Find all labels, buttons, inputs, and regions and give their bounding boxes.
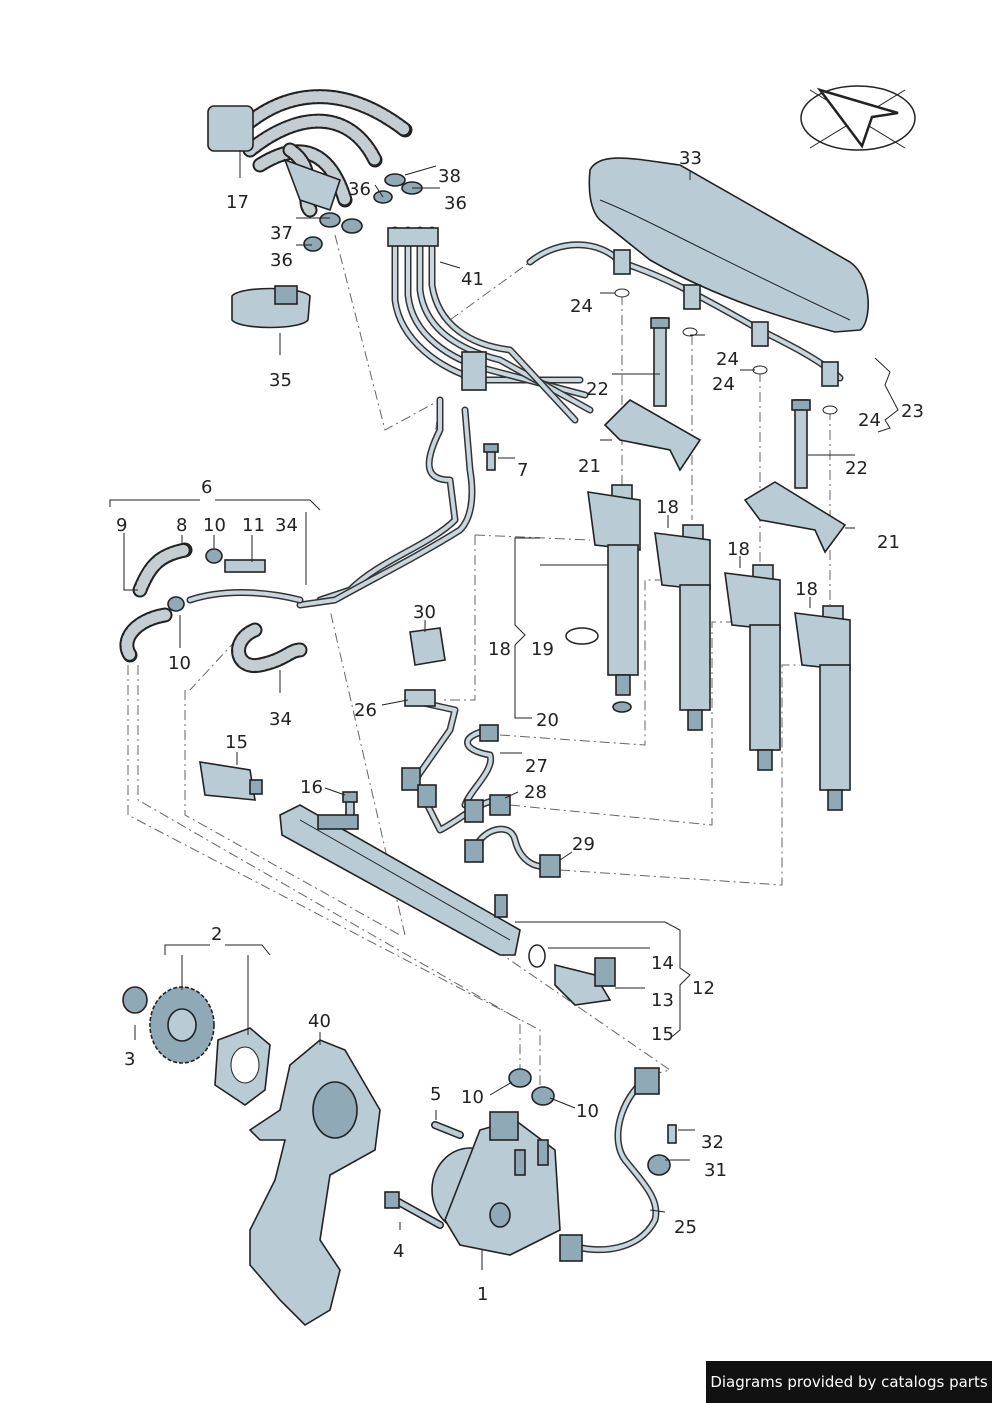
callout-14: 14 bbox=[651, 953, 674, 974]
parts-13-14-regulator bbox=[528, 944, 616, 1006]
leader-lines bbox=[109, 150, 899, 1270]
callout-17: 17 bbox=[226, 192, 249, 213]
part-22-bolts bbox=[650, 317, 811, 489]
parts-10-11-fittings bbox=[167, 548, 266, 612]
callout-15: 15 bbox=[651, 1024, 674, 1045]
part-33-engine-cover bbox=[588, 157, 869, 333]
callout-24: 24 bbox=[712, 374, 735, 395]
callout-9: 9 bbox=[116, 515, 128, 536]
callout-34: 34 bbox=[275, 515, 298, 536]
fuel-feed-lines bbox=[186, 396, 476, 609]
callout-19: 19 bbox=[531, 639, 554, 660]
callout-4: 4 bbox=[393, 1241, 405, 1262]
part-40-bracket bbox=[248, 1039, 381, 1327]
parts-10-clips-pump bbox=[508, 1068, 555, 1106]
callout-35: 35 bbox=[269, 370, 292, 391]
callout-7: 7 bbox=[517, 460, 529, 481]
callout-30: 30 bbox=[413, 602, 436, 623]
part-23-return-line bbox=[526, 241, 844, 387]
parts-31-32-clamp-screw bbox=[647, 1124, 677, 1176]
callout-36: 36 bbox=[270, 250, 293, 271]
parts-4-5-bolts bbox=[384, 1121, 464, 1229]
part-24-seals bbox=[614, 288, 838, 415]
callout-41: 41 bbox=[461, 269, 484, 290]
callout-5: 5 bbox=[430, 1084, 442, 1105]
part-12-fuel-rail bbox=[279, 804, 521, 956]
parts-19-20-seals bbox=[565, 627, 632, 713]
part-3-nut bbox=[122, 986, 148, 1014]
callout-23: 23 bbox=[901, 401, 924, 422]
part-15-pressure-sensor bbox=[199, 761, 263, 801]
callout-15: 15 bbox=[225, 732, 248, 753]
part-25-pressure-pipe bbox=[559, 1067, 660, 1262]
callout-25: 25 bbox=[674, 1217, 697, 1238]
callout-8: 8 bbox=[176, 515, 188, 536]
callout-10: 10 bbox=[461, 1087, 484, 1108]
part-35-reservoir bbox=[231, 285, 311, 329]
callout-24: 24 bbox=[570, 296, 593, 317]
callout-11: 11 bbox=[242, 515, 265, 536]
callout-21: 21 bbox=[578, 456, 601, 477]
callout-6: 6 bbox=[201, 477, 213, 498]
callout-1: 1 bbox=[477, 1284, 489, 1305]
callout-10: 10 bbox=[168, 653, 191, 674]
callout-12: 12 bbox=[692, 978, 715, 999]
callout-37: 37 bbox=[270, 223, 293, 244]
callout-24: 24 bbox=[858, 410, 881, 431]
callout-33: 33 bbox=[679, 148, 702, 169]
callout-21: 21 bbox=[877, 532, 900, 553]
callout-13: 13 bbox=[651, 990, 674, 1011]
callout-31: 31 bbox=[704, 1160, 727, 1181]
callout-34: 34 bbox=[269, 709, 292, 730]
parts-26-29-pressure-pipes bbox=[401, 689, 561, 878]
part-30-sensor bbox=[409, 627, 446, 666]
part-17-connector-harness bbox=[207, 89, 413, 218]
part-2-sprocket bbox=[149, 986, 271, 1106]
callout-22: 22 bbox=[845, 458, 868, 479]
callout-22: 22 bbox=[586, 379, 609, 400]
part-1-high-pressure-pump bbox=[431, 1111, 561, 1256]
callout-28: 28 bbox=[524, 782, 547, 803]
callout-18: 18 bbox=[727, 539, 750, 560]
callout-2: 2 bbox=[211, 924, 223, 945]
credit-text: Diagrams provided by catalogs parts bbox=[710, 1373, 988, 1391]
callout-3: 3 bbox=[124, 1049, 136, 1070]
callout-29: 29 bbox=[572, 834, 595, 855]
callout-32: 32 bbox=[701, 1132, 724, 1153]
part-18-injectors bbox=[587, 484, 851, 811]
callout-24: 24 bbox=[716, 349, 739, 370]
callout-20: 20 bbox=[536, 710, 559, 731]
callout-36: 36 bbox=[348, 179, 371, 200]
callout-38: 38 bbox=[438, 166, 461, 187]
callout-10: 10 bbox=[203, 515, 226, 536]
callout-18: 18 bbox=[795, 579, 818, 600]
part-21-clamps bbox=[603, 399, 847, 554]
callout-16: 16 bbox=[300, 777, 323, 798]
callout-36: 36 bbox=[444, 193, 467, 214]
connection-lines bbox=[127, 234, 831, 1085]
callout-27: 27 bbox=[525, 756, 548, 777]
callout-40: 40 bbox=[308, 1011, 331, 1032]
callout-10: 10 bbox=[576, 1101, 599, 1122]
callout-18: 18 bbox=[656, 497, 679, 518]
callout-26: 26 bbox=[354, 700, 377, 721]
hoses-8-9-34 bbox=[119, 542, 308, 673]
part-7-screw bbox=[483, 443, 499, 471]
callout-18: 18 bbox=[488, 639, 511, 660]
direction-arrow-icon bbox=[800, 85, 916, 151]
part-41-pipe-bundle bbox=[387, 226, 594, 424]
credit-banner: Diagrams provided by catalogs parts bbox=[706, 1361, 992, 1403]
